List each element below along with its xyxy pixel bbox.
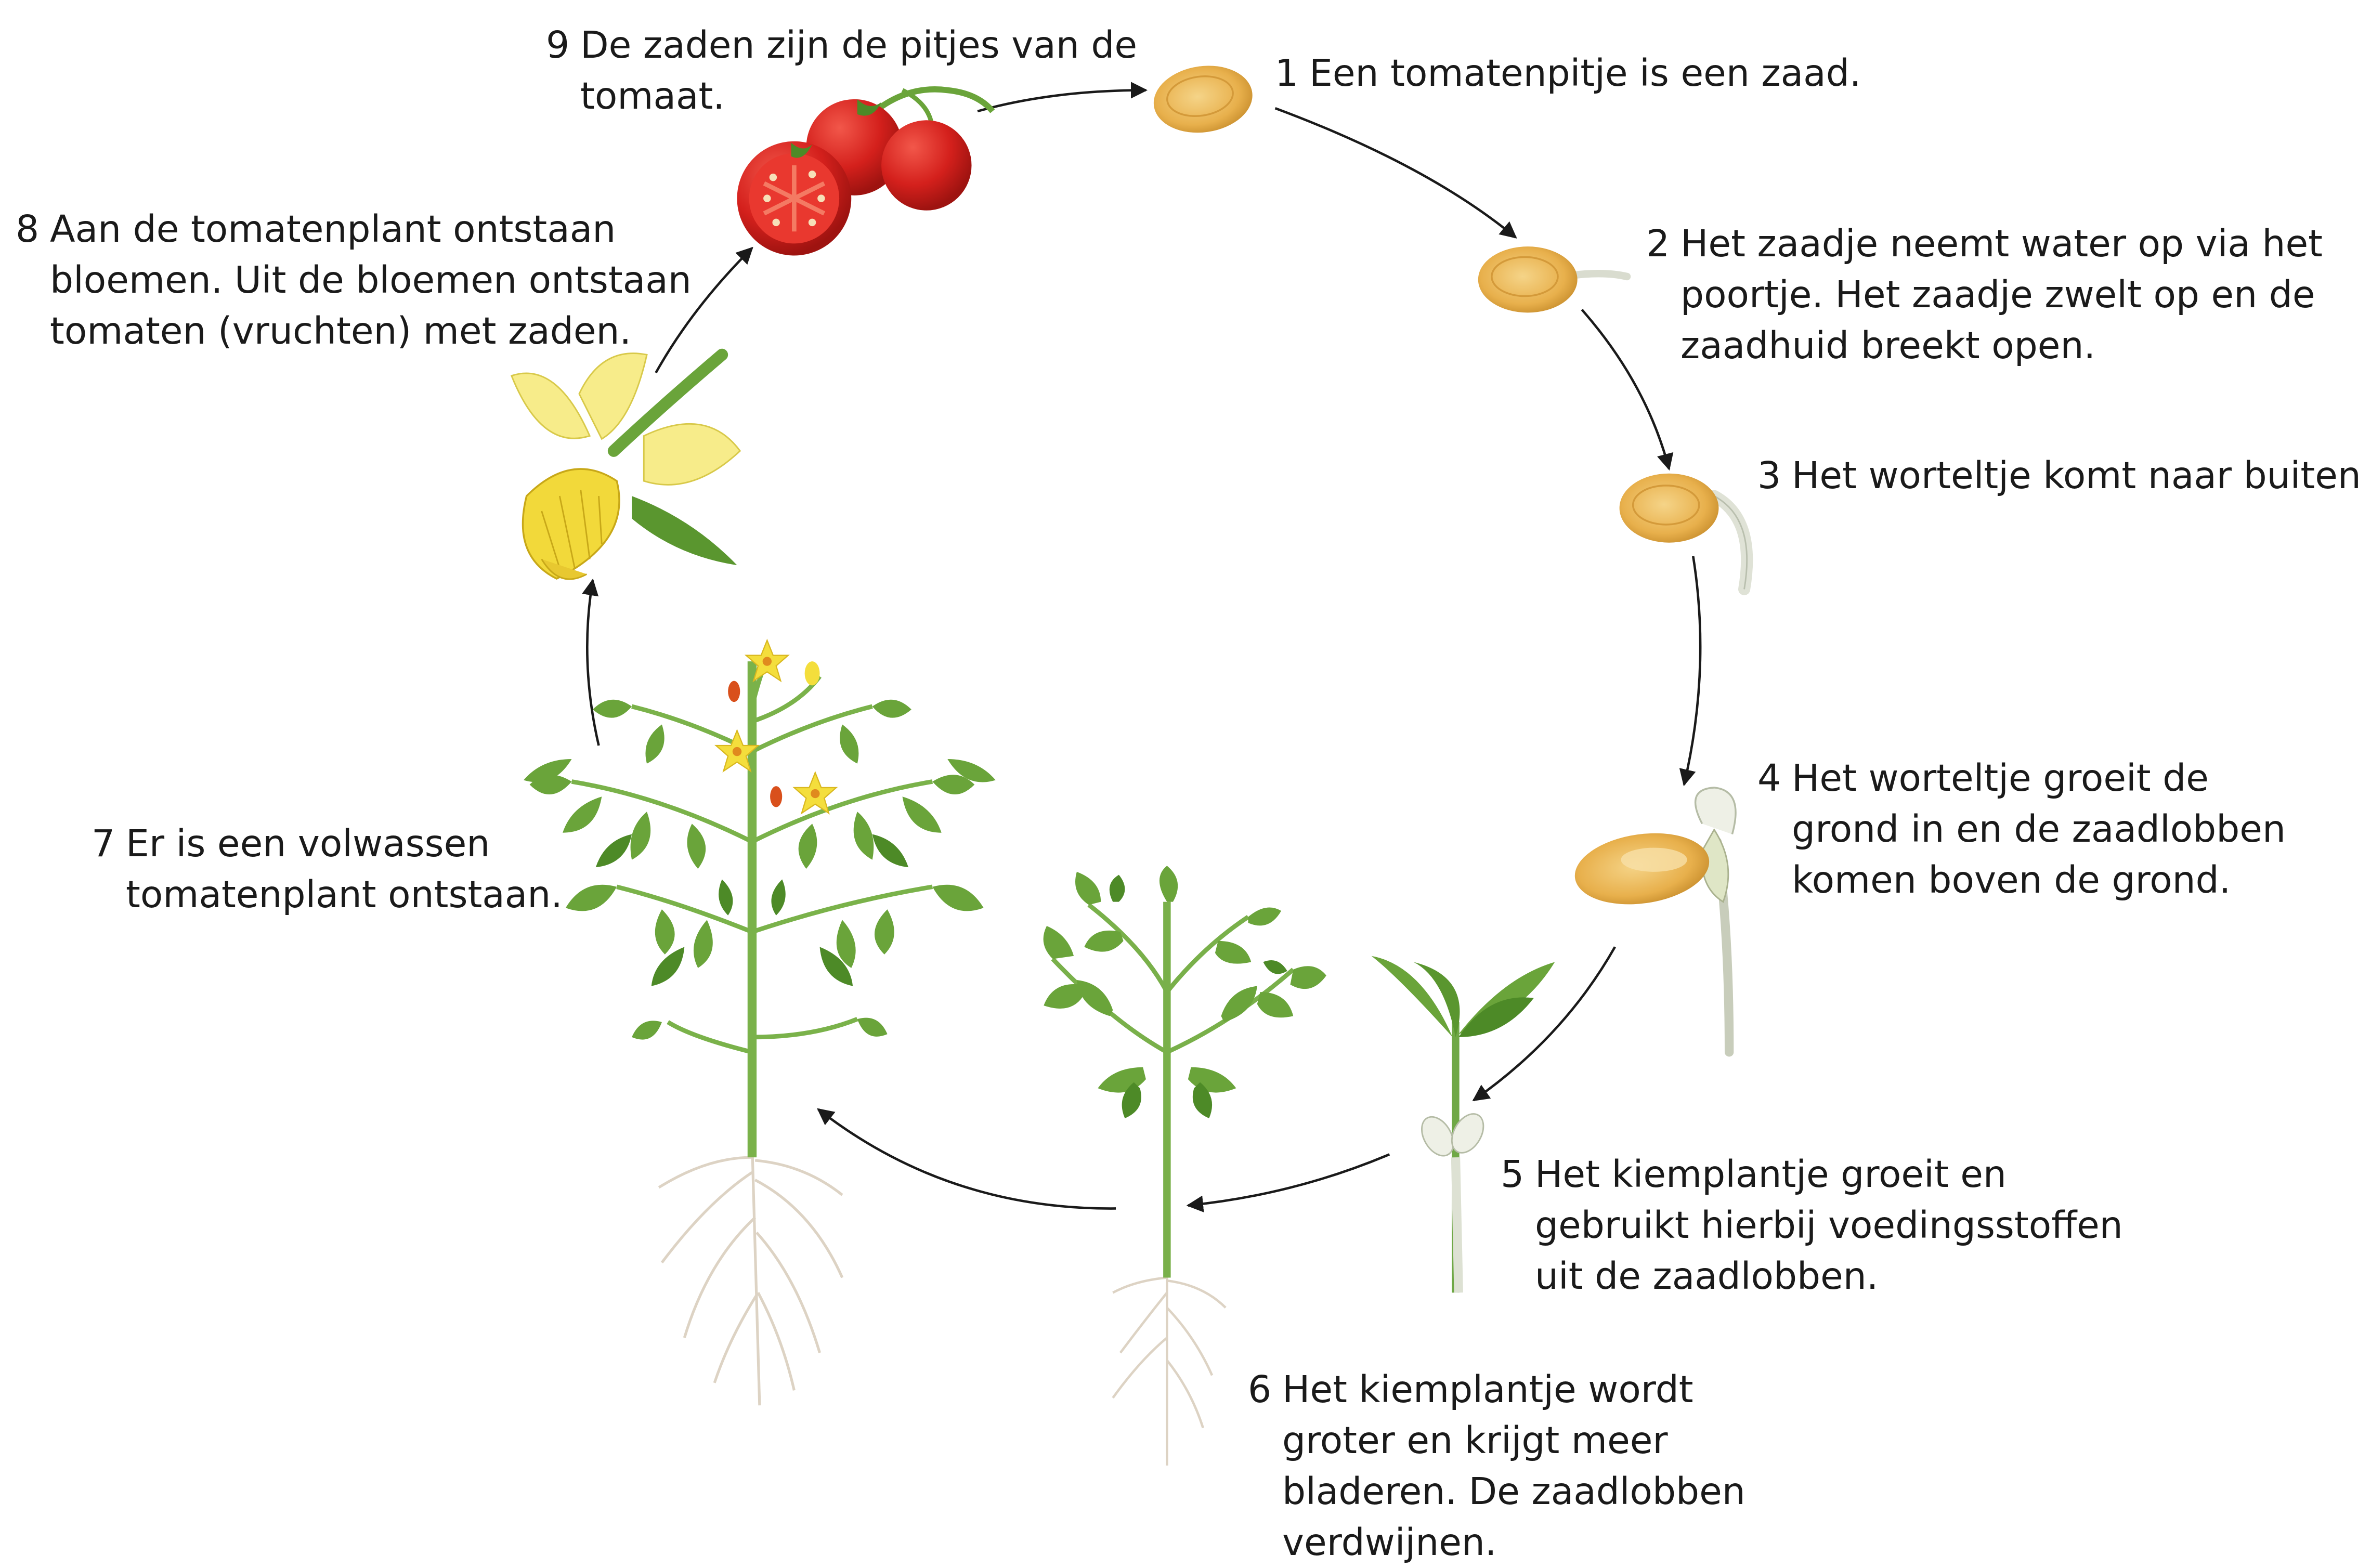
- step-line: tomaten (vruchten) met zaden.: [50, 306, 692, 357]
- step-5-text: 5 Het kiemplantje groeit en gebruikt hie…: [1501, 1149, 2123, 1302]
- step-number: 3: [1757, 450, 1792, 501]
- step-line: verdwijnen.: [1282, 1517, 1745, 1568]
- step-9-text: 9 De zaden zijn de pitjes van de tomaat.: [546, 20, 1137, 122]
- step-line: Het kiemplantje groeit en: [1535, 1149, 2123, 1200]
- step-6-text: 6 Het kiemplantje wordt groter en krijgt…: [1248, 1364, 1745, 1568]
- step-number: 1: [1275, 48, 1309, 99]
- step-line: bladeren. De zaadlobben: [1282, 1466, 1745, 1517]
- step-line: tomaat.: [580, 71, 1137, 122]
- step-number: 7: [92, 818, 126, 869]
- step-line: grond in en de zaadlobben: [1792, 804, 2286, 855]
- step-line: komen boven de grond.: [1792, 855, 2286, 906]
- step-line: poortje. Het zaadje zwelt op en de: [1680, 269, 2323, 320]
- step-7-text: 7 Er is een volwassen tomatenplant ontst…: [92, 818, 563, 920]
- step-line: gebruikt hierbij voedingsstoffen: [1535, 1200, 2123, 1251]
- step-line: Het kiemplantje wordt: [1282, 1364, 1745, 1415]
- step-number: 9: [546, 20, 580, 71]
- step-4-text: 4 Het worteltje groeit de grond in en de…: [1757, 753, 2286, 906]
- step-line: groter en krijgt meer: [1282, 1415, 1745, 1466]
- step-line: Het worteltje komt naar buiten.: [1792, 450, 2358, 501]
- step-number: 8: [16, 204, 50, 255]
- step-line: De zaden zijn de pitjes van de: [580, 20, 1137, 71]
- step-number: 4: [1757, 753, 1792, 804]
- step-line: Het worteltje groeit de: [1792, 753, 2286, 804]
- step-3-text: 3 Het worteltje komt naar buiten.: [1757, 450, 2358, 501]
- step-line: uit de zaadlobben.: [1535, 1251, 2123, 1302]
- step-line: Het zaadje neemt water op via het: [1680, 218, 2323, 269]
- step-8-text: 8 Aan de tomatenplant ontstaan bloemen. …: [16, 204, 692, 357]
- step-number: 5: [1501, 1149, 1535, 1200]
- step-number: 2: [1646, 218, 1680, 269]
- step-line: bloemen. Uit de bloemen ontstaan: [50, 255, 692, 306]
- step-line: Er is een volwassen: [126, 818, 563, 869]
- step-number: 6: [1248, 1364, 1282, 1415]
- step-line: zaadhuid breekt open.: [1680, 320, 2323, 371]
- step-line: tomatenplant ontstaan.: [126, 869, 563, 920]
- step-2-text: 2 Het zaadje neemt water op via het poor…: [1646, 218, 2323, 371]
- step-1-text: 1 Een tomatenpitje is een zaad.: [1275, 48, 1861, 99]
- step-line: Aan de tomatenplant ontstaan: [50, 204, 692, 255]
- step-line: Een tomatenpitje is een zaad.: [1309, 48, 1861, 99]
